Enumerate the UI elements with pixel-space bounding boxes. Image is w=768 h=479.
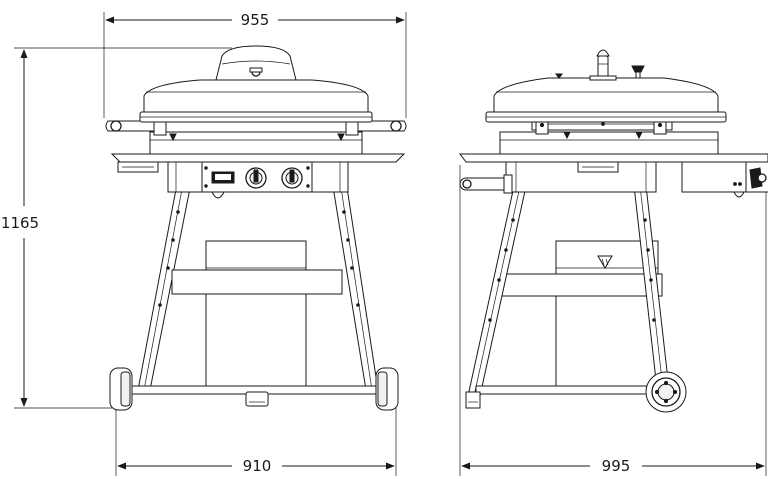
dim-side-bottom-width: 995 [602,457,631,475]
dim-front-height: 1165 [1,214,39,232]
rear-cabinet [205,240,307,390]
front-lid-dome [143,79,369,113]
side-view-grill [459,49,768,413]
front-right-wheel [375,367,399,411]
side-view-handle [459,174,513,194]
front-lid-handle [215,45,297,81]
dim-front-bottom-width: 910 [243,457,272,475]
side-control-box [681,161,768,198]
front-view-grill [105,45,407,411]
side-lid-handle [589,49,617,81]
side-wheel [645,371,687,413]
side-legs [467,167,669,397]
front-left-wheel [109,367,133,411]
cross-brace [171,269,343,295]
dim-front-top-width: 955 [241,11,270,29]
side-lid-dome [493,77,719,113]
side-regulator-icon [597,255,613,269]
dimension-lines [14,12,767,476]
side-lid-vent-icon [631,65,645,79]
front-foot [245,391,269,407]
side-rear-cabinet [555,240,659,390]
front-side-handles [105,118,407,142]
control-panel [201,161,313,193]
